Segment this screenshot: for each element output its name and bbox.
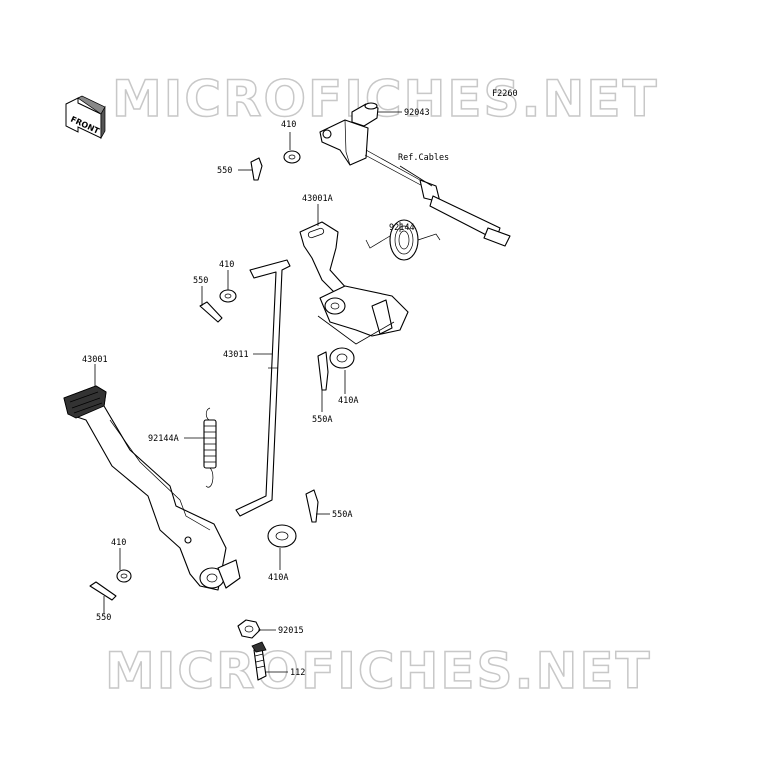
label-ref-cables: Ref.Cables [398,153,449,163]
label-112: 112 [290,668,305,678]
label-550-low: 550 [96,613,111,623]
spring-92144A [203,407,217,488]
label-92144A: 92144A [148,434,179,444]
label-43011: 43011 [223,350,249,360]
front-arrow-icon: FRONT [65,95,106,140]
washer-410A-low [267,524,297,548]
label-410-mid: 410 [219,260,234,270]
washer-410-mid [219,289,237,303]
brake-rod-43011 [235,259,291,517]
washer-410A-mid [329,347,355,369]
label-410A-low: 410A [268,573,288,583]
label-92043: 92043 [404,108,430,118]
cotter-pin-550-top [250,157,263,181]
pin-92043 [351,102,379,127]
watermark-top: MICROFICHES.NET [112,70,659,128]
brake-pedal-43001 [63,385,241,591]
bolt-112 [251,641,267,681]
spring-92144 [365,219,441,261]
label-43001A: 43001A [302,194,333,204]
nut-92015 [237,619,261,639]
cable-assembly [364,154,511,247]
label-550A-low: 550A [332,510,352,520]
washer-410-low [116,569,132,583]
cotter-pin-550A-low [305,489,319,523]
watermark-bottom: MICROFICHES.NET [105,642,652,700]
label-550-mid: 550 [193,276,208,286]
label-410-top: 410 [281,120,296,130]
label-92144: 92144 [389,223,415,233]
cotter-pin-550-mid [199,301,223,323]
lever-43001A [299,221,409,345]
label-410A-mid: 410A [338,396,358,406]
cable-clevis [319,119,421,181]
label-550A-mid: 550A [312,415,332,425]
cotter-pin-550-low [89,581,117,601]
label-550-top: 550 [217,166,232,176]
label-43001: 43001 [82,355,108,365]
washer-410-top [283,150,301,164]
label-92015: 92015 [278,626,304,636]
figure-code: F2260 [492,89,518,99]
cotter-pin-550A-mid [317,351,329,391]
label-410-low: 410 [111,538,126,548]
